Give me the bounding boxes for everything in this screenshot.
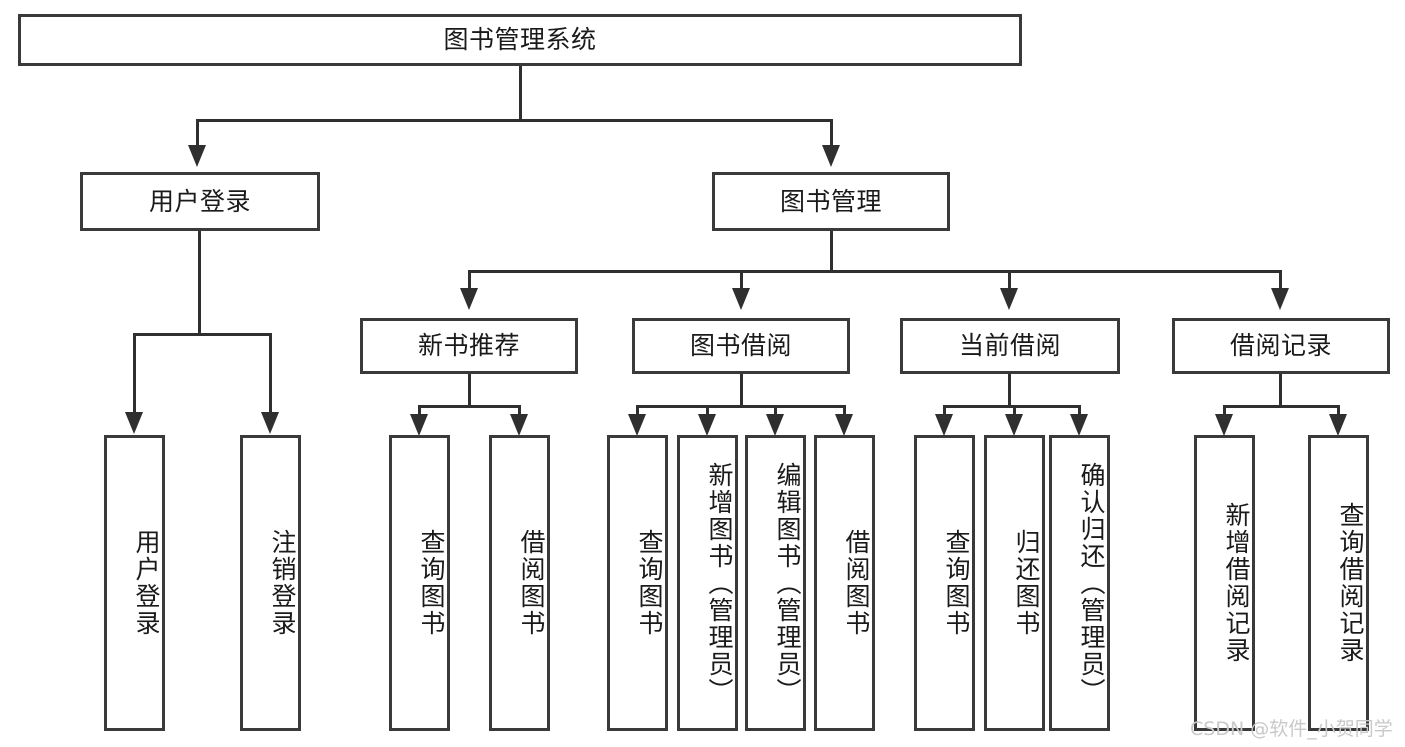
edge-root-rail xyxy=(196,119,833,122)
arrow-bb-to-leaf-4 xyxy=(835,414,853,436)
edge-bm-to-new-book xyxy=(468,270,471,289)
leaf-label: 查询借阅记录 xyxy=(1336,502,1365,664)
node-root-system[interactable]: 图书管理系统 xyxy=(18,14,1022,66)
node-label: 图书管理系统 xyxy=(443,25,597,55)
leaf-label: 用户登录 xyxy=(132,529,161,637)
edge-br-rail xyxy=(1223,405,1339,408)
edge-cb-stem xyxy=(1008,374,1011,407)
node-label: 用户登录 xyxy=(148,186,251,216)
node-label: 图书借阅 xyxy=(689,331,792,361)
edge-br-to-leaf-1 xyxy=(1223,405,1226,415)
leaf-label: 编辑图书（管理员） xyxy=(773,461,802,705)
edge-bm-to-book-borrow xyxy=(740,270,743,289)
edge-user-login-stem xyxy=(198,231,201,335)
leaf-label: 新增借阅记录 xyxy=(1222,502,1251,664)
arrow-root-to-book-manage xyxy=(822,145,840,167)
arrow-user-login-to-leaf-1 xyxy=(125,412,143,434)
node-book-management[interactable]: 图书管理 xyxy=(712,172,950,231)
edge-user-login-to-leaf-1 xyxy=(133,333,136,413)
watermark-text: CSDN @软件_小贺同学 xyxy=(1190,718,1393,740)
leaf-user-login-logout[interactable]: 注销登录 xyxy=(240,435,301,731)
edge-bb-rail xyxy=(636,405,845,408)
node-label: 图书管理 xyxy=(779,186,882,216)
leaf-label: 注销登录 xyxy=(268,529,297,637)
edge-cb-to-leaf-3 xyxy=(1078,405,1081,415)
edge-root-to-user-login xyxy=(196,119,199,146)
arrow-bm-to-borrow-record xyxy=(1271,288,1289,310)
arrow-bb-to-leaf-1 xyxy=(628,414,646,436)
leaf-cb-confirm-return-admin[interactable]: 确认归还（管理员） xyxy=(1049,435,1110,731)
edge-root-stem xyxy=(519,66,522,121)
leaf-label: 归还图书 xyxy=(1012,529,1041,637)
arrow-cb-to-leaf-2 xyxy=(1005,414,1023,436)
leaf-br-query-record[interactable]: 查询借阅记录 xyxy=(1308,435,1369,731)
leaf-user-login-login[interactable]: 用户登录 xyxy=(104,435,165,731)
edge-nbr-to-leaf-2 xyxy=(518,405,521,415)
arrow-user-login-to-leaf-2 xyxy=(261,412,279,434)
leaf-bb-edit-book-admin[interactable]: 编辑图书（管理员） xyxy=(745,435,806,731)
edge-nbr-rail xyxy=(418,405,521,408)
edge-bb-to-leaf-3 xyxy=(774,405,777,415)
leaf-bb-borrow-book[interactable]: 借阅图书 xyxy=(814,435,875,731)
leaf-label: 查询图书 xyxy=(942,529,971,637)
edge-root-to-book-manage xyxy=(830,119,833,146)
leaf-label: 借阅图书 xyxy=(842,529,871,637)
edge-nbr-to-leaf-1 xyxy=(418,405,421,415)
edge-cb-rail xyxy=(943,405,1078,408)
arrow-bm-to-book-borrow xyxy=(732,288,750,310)
edge-bm-to-current-borrow xyxy=(1008,270,1011,289)
arrow-br-to-leaf-1 xyxy=(1215,414,1233,436)
edge-book-management-rail xyxy=(468,270,1282,273)
node-label: 新书推荐 xyxy=(417,331,520,361)
arrow-cb-to-leaf-1 xyxy=(935,414,953,436)
edge-bb-to-leaf-4 xyxy=(843,405,846,415)
edge-nbr-stem xyxy=(468,374,471,407)
edge-cb-to-leaf-1 xyxy=(943,405,946,415)
leaf-label: 新增图书（管理员） xyxy=(705,461,734,705)
edge-user-login-rail xyxy=(133,333,269,336)
arrow-cb-to-leaf-3 xyxy=(1070,414,1088,436)
arrow-bm-to-current-borrow xyxy=(1000,288,1018,310)
leaf-label: 查询图书 xyxy=(417,529,446,637)
leaf-bb-query-book[interactable]: 查询图书 xyxy=(607,435,668,731)
arrow-bb-to-leaf-3 xyxy=(766,414,784,436)
arrow-root-to-user-login xyxy=(188,145,206,167)
leaf-cb-query-book[interactable]: 查询图书 xyxy=(914,435,975,731)
leaf-nbr-query-book[interactable]: 查询图书 xyxy=(389,435,450,731)
arrow-bb-to-leaf-2 xyxy=(698,414,716,436)
node-label: 当前借阅 xyxy=(958,331,1061,361)
leaf-label: 借阅图书 xyxy=(517,529,546,637)
edge-bm-to-borrow-record xyxy=(1279,270,1282,289)
arrow-nbr-to-leaf-2 xyxy=(510,414,528,436)
leaf-br-add-record[interactable]: 新增借阅记录 xyxy=(1194,435,1255,731)
leaf-label: 确认归还（管理员） xyxy=(1077,461,1106,705)
node-new-book-recommend[interactable]: 新书推荐 xyxy=(360,318,578,374)
node-user-login[interactable]: 用户登录 xyxy=(80,172,320,231)
node-book-borrow[interactable]: 图书借阅 xyxy=(632,318,850,374)
arrow-bm-to-new-book xyxy=(460,288,478,310)
edge-book-management-stem xyxy=(830,231,833,272)
edge-bb-stem xyxy=(740,374,743,407)
edge-bb-to-leaf-1 xyxy=(636,405,639,415)
node-current-borrow[interactable]: 当前借阅 xyxy=(900,318,1120,374)
edge-br-to-leaf-2 xyxy=(1337,405,1340,415)
edge-cb-to-leaf-2 xyxy=(1013,405,1016,415)
edge-br-stem xyxy=(1279,374,1282,407)
node-label: 借阅记录 xyxy=(1229,331,1332,361)
leaf-label: 查询图书 xyxy=(635,529,664,637)
node-borrow-record[interactable]: 借阅记录 xyxy=(1172,318,1390,374)
leaf-nbr-borrow-book[interactable]: 借阅图书 xyxy=(489,435,550,731)
edge-bb-to-leaf-2 xyxy=(706,405,709,415)
edge-user-login-to-leaf-2 xyxy=(269,333,272,413)
leaf-bb-add-book-admin[interactable]: 新增图书（管理员） xyxy=(677,435,738,731)
arrow-br-to-leaf-2 xyxy=(1329,414,1347,436)
arrow-nbr-to-leaf-1 xyxy=(410,414,428,436)
leaf-cb-return-book[interactable]: 归还图书 xyxy=(984,435,1045,731)
